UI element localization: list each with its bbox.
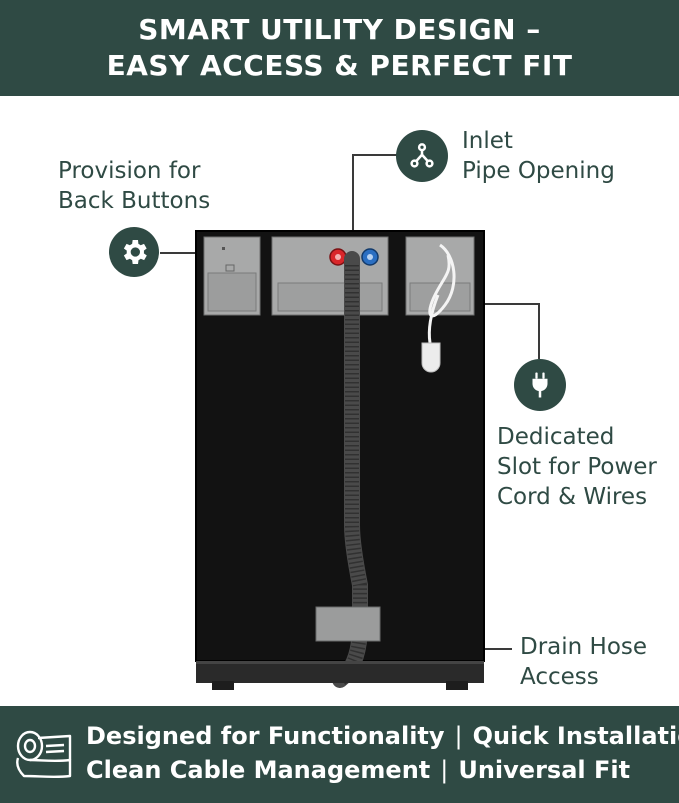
callout-back-buttons: Provision for Back Buttons: [58, 156, 210, 216]
plug-icon: [514, 359, 566, 411]
footer-feature-cable-management: Clean Cable Management: [86, 756, 431, 784]
header-title-line2: EASY ACCESS & PERFECT FIT: [106, 49, 573, 82]
footer-feature-universal-fit: Universal Fit: [458, 756, 631, 784]
callout-drain-hose: Drain Hose Access: [520, 632, 647, 692]
callout-inlet-pipe-line2: Pipe Opening: [462, 158, 615, 184]
footer-feature-installation: Quick Installation: [472, 722, 679, 750]
drain-access-slot: [315, 606, 381, 642]
footer-feature-functionality: Designed for Functionality: [86, 722, 445, 750]
leader-line-inlet-v: [352, 154, 354, 254]
cabinet-foot-left: [212, 681, 234, 690]
footer-banner: Designed for Functionality | Quick Install…: [0, 706, 679, 803]
footer-separator: |: [440, 756, 449, 784]
cabinet-base: [196, 661, 484, 683]
footer-row-1: Designed for Functionality | Quick Install…: [86, 722, 679, 750]
leader-line-power-h: [470, 303, 540, 305]
cabinet-foot-right: [446, 681, 468, 690]
callout-drain-hose-line1: Drain Hose: [520, 634, 648, 660]
share-nodes-icon: [396, 130, 448, 182]
leader-line-back-buttons: [160, 252, 222, 254]
callout-inlet-pipe: Inlet Pipe Opening: [462, 126, 615, 186]
callout-power-cord-line2: Slot for Power: [497, 454, 657, 480]
footer-separator: |: [454, 722, 463, 750]
callout-back-buttons-line1: Provision for: [58, 158, 201, 184]
power-plug: [421, 342, 441, 373]
callout-power-cord-line3: Cord & Wires: [497, 484, 648, 510]
leader-line-power-v: [538, 303, 540, 359]
header-title-line1: SMART UTILITY DESIGN –: [138, 13, 541, 46]
footer-row-2: Clean Cable Management | Universal Fit: [86, 756, 630, 784]
callout-inlet-pipe-line1: Inlet: [462, 128, 513, 154]
gear-icon: [109, 227, 159, 277]
callout-power-cord: Dedicated Slot for Power Cord & Wires: [497, 422, 657, 512]
header-banner: SMART UTILITY DESIGN – EASY ACCESS & PER…: [0, 0, 679, 96]
callout-drain-hose-line2: Access: [520, 664, 599, 690]
leader-line-inlet-h: [352, 154, 398, 156]
cabinet-illustration: [195, 230, 485, 690]
callout-power-cord-line1: Dedicated: [497, 424, 615, 450]
paper-roll-icon: [16, 730, 72, 779]
leader-line-drain-h: [462, 648, 512, 650]
power-cord: [427, 243, 456, 344]
callout-back-buttons-line2: Back Buttons: [58, 188, 211, 214]
